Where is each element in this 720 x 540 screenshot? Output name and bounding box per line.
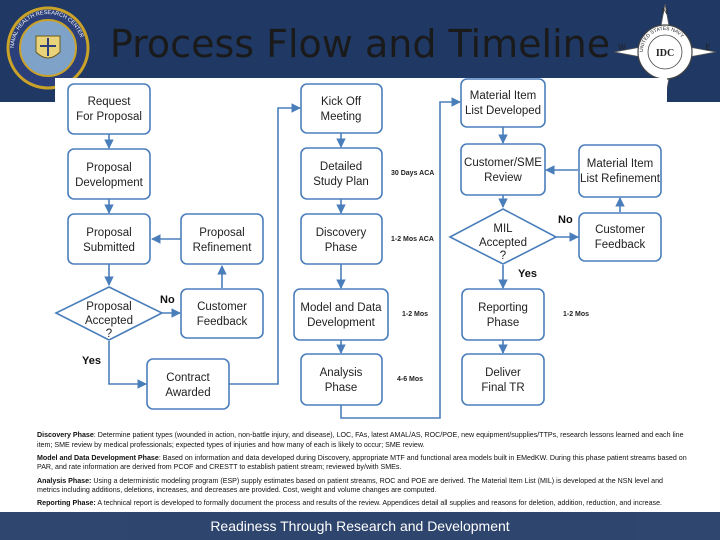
svg-text:Customer: Customer xyxy=(595,224,645,236)
svg-text:Request: Request xyxy=(88,96,132,108)
svg-text:List Refinement: List Refinement xyxy=(580,173,661,185)
naval-health-research-seal: NAVAL HEALTH RESEARCH CENTER xyxy=(6,6,90,90)
label-no-2: No xyxy=(558,214,573,226)
svg-text:Kick Off: Kick Off xyxy=(321,96,362,108)
svg-text:Phase: Phase xyxy=(325,242,358,254)
svg-text:Proposal: Proposal xyxy=(86,301,131,313)
node-contract-awarded: Contract Awarded xyxy=(146,358,230,410)
label-yes-2: Yes xyxy=(518,268,537,280)
node-analysis-phase: Analysis Phase xyxy=(300,353,383,406)
label-yes-1: Yes xyxy=(82,355,101,367)
node-reporting-phase: Reporting Phase xyxy=(461,288,545,341)
compass-n: N xyxy=(662,7,668,16)
node-material-item-list-refinement: Material Item List Refinement xyxy=(578,144,662,198)
node-proposal-development: Proposal Development xyxy=(67,148,151,200)
svg-text:Analysis: Analysis xyxy=(320,367,363,379)
svg-text:Proposal: Proposal xyxy=(199,227,244,239)
footer-tagline: Readiness Through Research and Developme… xyxy=(210,518,510,534)
svg-text:Final TR: Final TR xyxy=(481,382,524,394)
node-mil-accepted-decision: MIL Accepted ? xyxy=(448,208,558,265)
node-deliver-final-tr: Deliver Final TR xyxy=(461,353,545,406)
node-customer-sme-review: Customer/SME Review xyxy=(460,143,546,196)
svg-text:Proposal: Proposal xyxy=(86,162,131,174)
svg-text:List Developed: List Developed xyxy=(465,105,541,117)
svg-text:Awarded: Awarded xyxy=(165,387,210,399)
svg-text:Customer: Customer xyxy=(197,301,247,313)
compass-w: W xyxy=(618,43,626,52)
process-flow-diagram: Request For Proposal Proposal Developmen… xyxy=(54,78,662,419)
svg-text:For Proposal: For Proposal xyxy=(76,111,142,123)
svg-text:Model and Data: Model and Data xyxy=(300,302,382,314)
duration-reporting: 1-2 Mos xyxy=(563,311,589,318)
svg-text:Proposal: Proposal xyxy=(86,227,131,239)
svg-text:Development: Development xyxy=(307,317,376,329)
footer-bar: Readiness Through Research and Developme… xyxy=(0,512,720,540)
note-model-data: Model and Data Development Phase: Based … xyxy=(37,453,687,472)
svg-text:Material Item: Material Item xyxy=(470,90,536,102)
page-title: Process Flow and Timeline xyxy=(109,22,611,66)
node-detailed-study-plan: Detailed Study Plan xyxy=(300,147,383,200)
svg-text:Phase: Phase xyxy=(487,317,520,329)
svg-text:Detailed: Detailed xyxy=(320,161,362,173)
arrow-contract-to-kickoff xyxy=(229,103,301,385)
svg-text:Contract: Contract xyxy=(166,372,210,384)
node-kick-off-meeting: Kick Off Meeting xyxy=(300,83,383,134)
duration-study-plan: 30 Days ACA xyxy=(391,170,434,177)
phase-descriptions: Discovery Phase: Determine patient types… xyxy=(37,431,687,513)
arrow-analysis-to-mil xyxy=(340,97,461,419)
svg-text:MIL: MIL xyxy=(493,223,513,235)
duration-discovery: 1-2 Mos ACA xyxy=(391,236,434,243)
seal-idc-text: IDC xyxy=(656,48,674,59)
node-request-for-proposal: Request For Proposal xyxy=(67,83,151,135)
svg-text:Study Plan: Study Plan xyxy=(313,176,369,188)
node-customer-feedback-2: Customer Feedback xyxy=(578,212,662,262)
svg-text:Submitted: Submitted xyxy=(83,242,135,254)
node-proposal-accepted-decision: Proposal Accepted ? xyxy=(54,286,164,341)
arrow-accepted-yes xyxy=(108,341,147,389)
node-proposal-submitted: Proposal Submitted xyxy=(67,213,151,265)
svg-text:Refinement: Refinement xyxy=(193,242,253,254)
note-analysis: Analysis Phase: Using a deterministic mo… xyxy=(37,476,664,495)
compass-e: E xyxy=(705,43,710,52)
svg-text:Material Item: Material Item xyxy=(587,158,653,170)
svg-text:?: ? xyxy=(500,250,506,262)
svg-text:Feedback: Feedback xyxy=(595,239,646,251)
node-customer-feedback-1: Customer Feedback xyxy=(180,288,264,339)
svg-text:Meeting: Meeting xyxy=(321,111,362,123)
svg-text:Deliver: Deliver xyxy=(485,367,521,379)
svg-text:Accepted: Accepted xyxy=(85,315,133,327)
svg-text:Accepted: Accepted xyxy=(479,237,527,249)
node-material-item-list-developed: Material Item List Developed xyxy=(460,78,546,128)
svg-text:Customer/SME: Customer/SME xyxy=(464,157,542,169)
svg-text:Review: Review xyxy=(484,172,522,184)
svg-text:Development: Development xyxy=(75,177,144,189)
svg-text:Reporting: Reporting xyxy=(478,302,528,314)
duration-analysis: 4-6 Mos xyxy=(397,376,423,383)
svg-text:Discovery: Discovery xyxy=(316,227,367,239)
duration-model-data: 1-2 Mos xyxy=(402,311,428,318)
node-discovery-phase: Discovery Phase xyxy=(300,213,383,265)
svg-text:Feedback: Feedback xyxy=(197,316,248,328)
note-reporting: Reporting Phase: A technical report is d… xyxy=(37,499,663,508)
node-model-data-development: Model and Data Development xyxy=(293,288,389,341)
label-no-1: No xyxy=(160,294,175,306)
svg-text:Phase: Phase xyxy=(325,382,358,394)
note-discovery: Discovery Phase: Determine patient types… xyxy=(37,431,684,449)
svg-text:?: ? xyxy=(106,328,112,340)
node-proposal-refinement: Proposal Refinement xyxy=(180,213,264,265)
